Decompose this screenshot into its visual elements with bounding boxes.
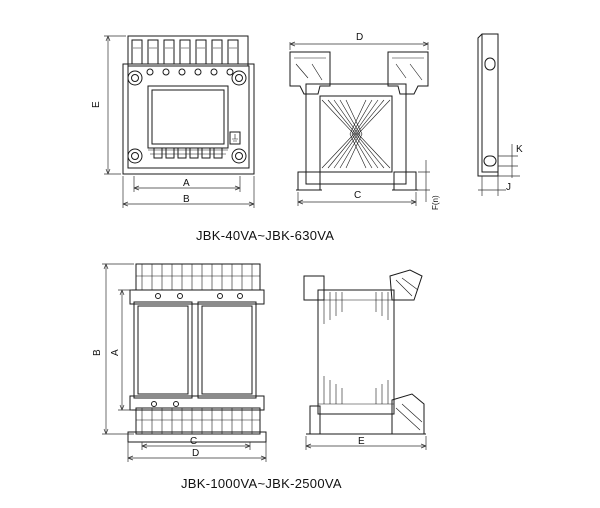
top-front-view: A B E: [91, 35, 255, 208]
dim-k-label: K: [516, 144, 523, 155]
dim-b-label: B: [183, 194, 190, 205]
top-side-view: D C F(n): [289, 32, 440, 210]
dim-c-label: C: [354, 190, 361, 201]
dim-d-label: D: [356, 32, 363, 43]
dim-a-label-bottom: A: [110, 349, 121, 356]
dim-f-label: F(n): [431, 195, 440, 210]
coil-lamination-bottom: [323, 292, 389, 404]
dim-d-label-bottom: D: [192, 448, 199, 459]
dim-e-label: E: [91, 101, 102, 108]
terminal-row: [131, 39, 239, 76]
dim-e-label-bottom: E: [358, 436, 365, 447]
bottom-side-view: E: [303, 269, 427, 450]
bottom-front-view: C D A B: [92, 263, 267, 462]
dim-a-label: A: [183, 178, 190, 189]
dim-b-label-bottom: B: [92, 349, 103, 356]
dim-j-label: J: [506, 182, 511, 193]
coil-lamination: [321, 99, 391, 169]
dim-c-label-bottom: C: [190, 436, 197, 447]
top-bracket-view: K J: [477, 33, 523, 196]
caption-top-series: JBK-40VA~JBK-630VA: [196, 228, 335, 243]
ground-icon: [229, 131, 241, 145]
caption-bottom-series: JBK-1000VA~JBK-2500VA: [181, 476, 342, 491]
